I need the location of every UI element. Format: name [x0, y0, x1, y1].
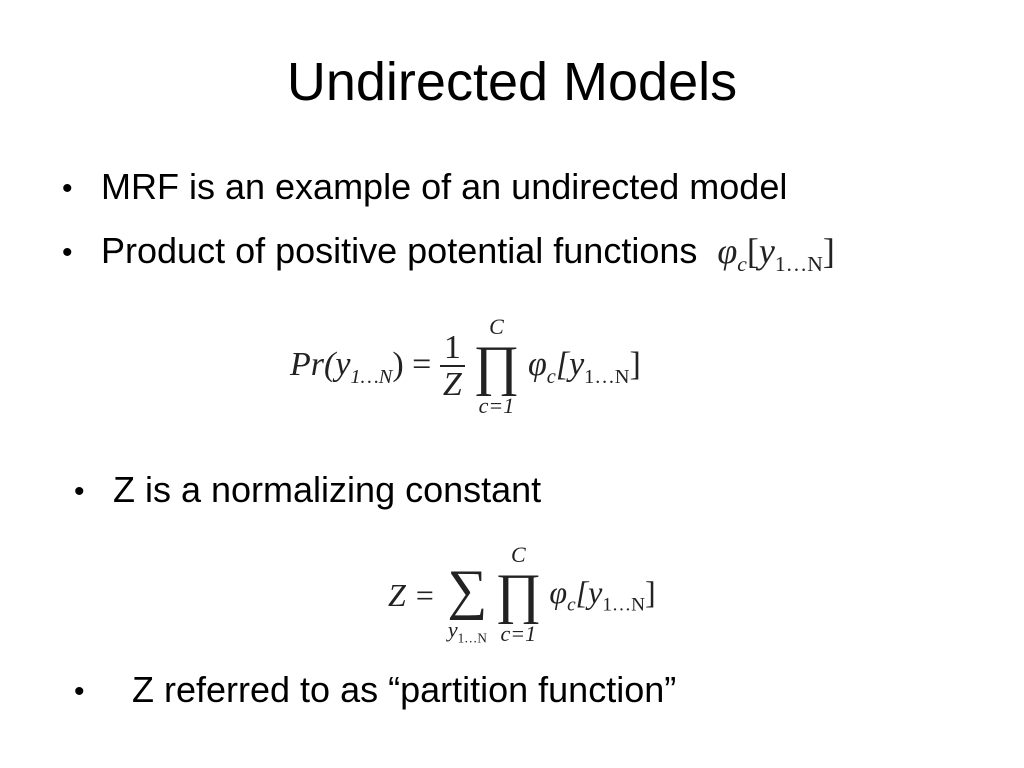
eq1-lhs: Pr(y1…N) =: [290, 345, 432, 388]
eq2-term: φc[y1…N]: [549, 574, 656, 616]
bullet-dot: •: [74, 675, 85, 708]
partition-function-equation: Z = ∑y1…N C∏c=1 φc[y1…N]: [388, 540, 656, 650]
left-bracket: [: [746, 231, 759, 271]
eq1-term: φc[y1…N]: [527, 345, 641, 388]
eq2-product-operator: C∏c=1: [495, 542, 542, 647]
slide-title: Undirected Models: [286, 52, 738, 112]
bullet-dot: •: [62, 236, 73, 269]
y-symbol: y: [758, 231, 775, 271]
bullet-2-text: Product of positive potential functions: [101, 230, 698, 271]
y-subscript: 1…N: [774, 252, 823, 277]
phi-symbol: φ: [717, 231, 738, 271]
bullet-4: Z referred to as “partition function”: [132, 669, 677, 710]
bullet-2: Product of positive potential functions …: [101, 229, 835, 286]
bullet-dot: •: [62, 172, 73, 205]
eq2-sum-limit: y1…N: [447, 617, 487, 646]
bullet-dot: •: [74, 475, 85, 508]
eq2-sum-operator: ∑y1…N: [447, 540, 487, 650]
potential-function-notation: φc[y1…N]: [717, 231, 835, 276]
phi-subscript: c: [737, 252, 747, 277]
eq1-product-operator: C∏c=1: [473, 314, 520, 418]
eq2-lhs: Z =: [388, 576, 436, 613]
bullet-1: MRF is an example of an undirected model: [101, 166, 788, 207]
right-bracket: ]: [822, 231, 835, 271]
bullet-3: Z is a normalizing constant: [113, 469, 542, 510]
